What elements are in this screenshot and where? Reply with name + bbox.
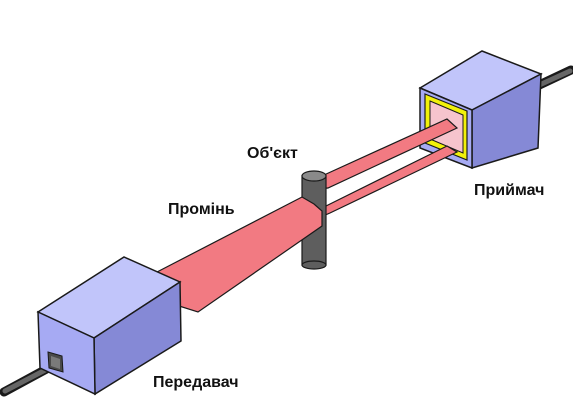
transmitter-label: Передавач xyxy=(153,374,239,391)
transmitter-cable-core xyxy=(2,364,54,394)
beam-far xyxy=(307,118,459,220)
transmitter-box xyxy=(36,256,182,396)
transmitter-lens-inner xyxy=(51,356,60,369)
object-label: Об'єкт xyxy=(247,145,298,162)
beam-label: Промінь xyxy=(168,201,235,218)
object-cylinder-bottom xyxy=(301,260,327,270)
transmitter-box-front xyxy=(37,310,96,396)
receiver-label: Приймач xyxy=(474,182,544,199)
object-cylinder-top xyxy=(301,170,327,182)
